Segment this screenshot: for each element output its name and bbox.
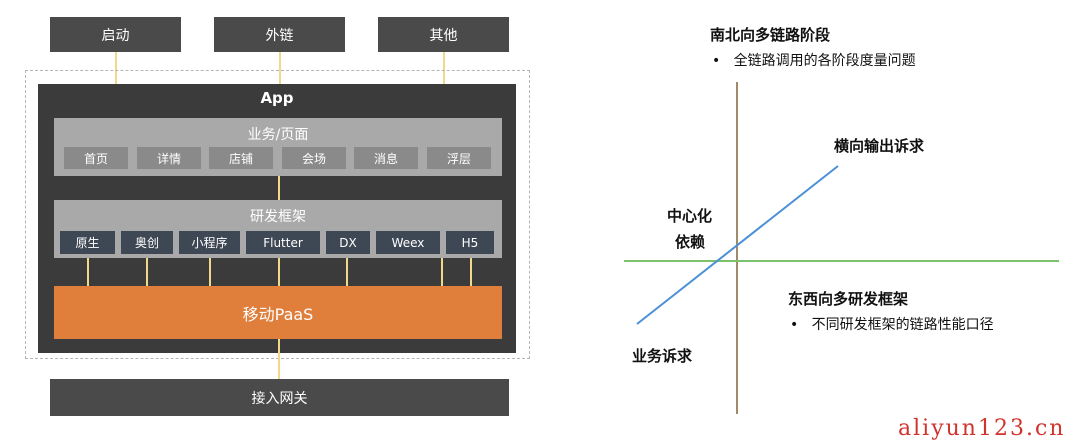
centralized-dependency-line1: 中心化 — [667, 207, 713, 225]
page-detail: 详情 — [137, 147, 201, 169]
framework-label: Flutter — [263, 235, 303, 250]
framework-native: 原生 — [60, 231, 115, 254]
diagonal-line — [636, 165, 839, 325]
mobile-paas-label: 移动PaaS — [242, 304, 314, 324]
page-label: 消息 — [373, 151, 398, 166]
connector-weex-paas — [441, 258, 443, 286]
framework-label: DX — [339, 235, 357, 250]
mobile-paas-bar: 移动PaaS — [54, 286, 502, 339]
centralized-dependency-line2: 依赖 — [675, 233, 706, 251]
east-west-heading: 东西向多研发框架 — [788, 290, 909, 308]
entry-box-other: 其他 — [378, 17, 509, 52]
framework-h5: H5 — [446, 231, 494, 254]
horizontal-output-label: 横向输出诉求 — [834, 137, 925, 155]
connector-flutter-paas — [278, 258, 280, 286]
page-label: 详情 — [156, 151, 181, 166]
connector-native-paas — [87, 258, 89, 286]
entry-box-external-link: 外链 — [214, 17, 345, 52]
framework-label: Weex — [391, 235, 425, 250]
entry-box-label: 外链 — [265, 27, 294, 44]
page-store: 店铺 — [209, 147, 273, 169]
page-message: 消息 — [354, 147, 418, 169]
framework-aochuang: 奥创 — [121, 231, 173, 254]
framework-mini-program: 小程序 — [179, 231, 240, 254]
framework-label: 小程序 — [191, 236, 228, 250]
access-gateway-label: 接入网关 — [251, 390, 308, 407]
page-venue: 会场 — [282, 147, 346, 169]
north-south-heading: 南北向多链路阶段 — [710, 26, 831, 44]
quadrant-diagram: 南北向多链路阶段 • 全链路调用的各阶段度量问题 横向输出诉求 中心化 依赖 东… — [540, 0, 1080, 442]
page-label: 会场 — [301, 151, 326, 166]
entry-box-launch: 启动 — [50, 17, 181, 52]
business-demand-label: 业务诉求 — [632, 347, 693, 365]
watermark-text: aliyun123.cn — [898, 416, 1066, 441]
connector-pages-framework — [278, 176, 280, 200]
business-pages-title: 业务/页面 — [247, 127, 309, 143]
bullet-dot: • — [712, 53, 734, 69]
access-gateway: 接入网关 — [50, 379, 509, 416]
page-label: 首页 — [83, 151, 108, 166]
framework-label: H5 — [461, 235, 479, 250]
north-south-bullet: • 全链路调用的各阶段度量问题 — [712, 50, 916, 70]
framework-weex: Weex — [376, 231, 440, 254]
east-west-bullet-text: 不同研发框架的链路性能口径 — [811, 317, 994, 333]
page-home: 首页 — [64, 147, 128, 169]
app-title: App — [260, 89, 294, 107]
framework-title: 研发框架 — [250, 209, 306, 225]
framework-flutter: Flutter — [246, 231, 320, 254]
framework-label: 奥创 — [134, 236, 159, 250]
connector-aochuang-paas — [146, 258, 148, 286]
entry-box-label: 其他 — [429, 27, 458, 44]
app-boundary — [25, 70, 530, 359]
connector-h5-paas — [470, 258, 472, 286]
framework-dx: DX — [326, 231, 370, 254]
east-west-bullet: • 不同研发框架的链路性能口径 — [790, 314, 994, 334]
quadrant-axes — [624, 82, 1059, 414]
connector-mini-program-paas — [209, 258, 211, 286]
architecture-diagram: 启动 外链 其他 App 业务/页面 首页 详情 店铺 会场 消息 浮层 研发框… — [25, 17, 530, 416]
page-floating-layer: 浮层 — [427, 147, 491, 169]
framework-label: 原生 — [75, 236, 100, 250]
connector-dx-paas — [346, 258, 348, 286]
page-label: 店铺 — [228, 151, 253, 166]
bullet-dot: • — [790, 317, 812, 333]
north-south-bullet-text: 全链路调用的各阶段度量问题 — [733, 53, 916, 69]
page-label: 浮层 — [446, 151, 471, 166]
entry-box-label: 启动 — [101, 27, 130, 44]
connector-paas-gateway — [278, 339, 280, 379]
